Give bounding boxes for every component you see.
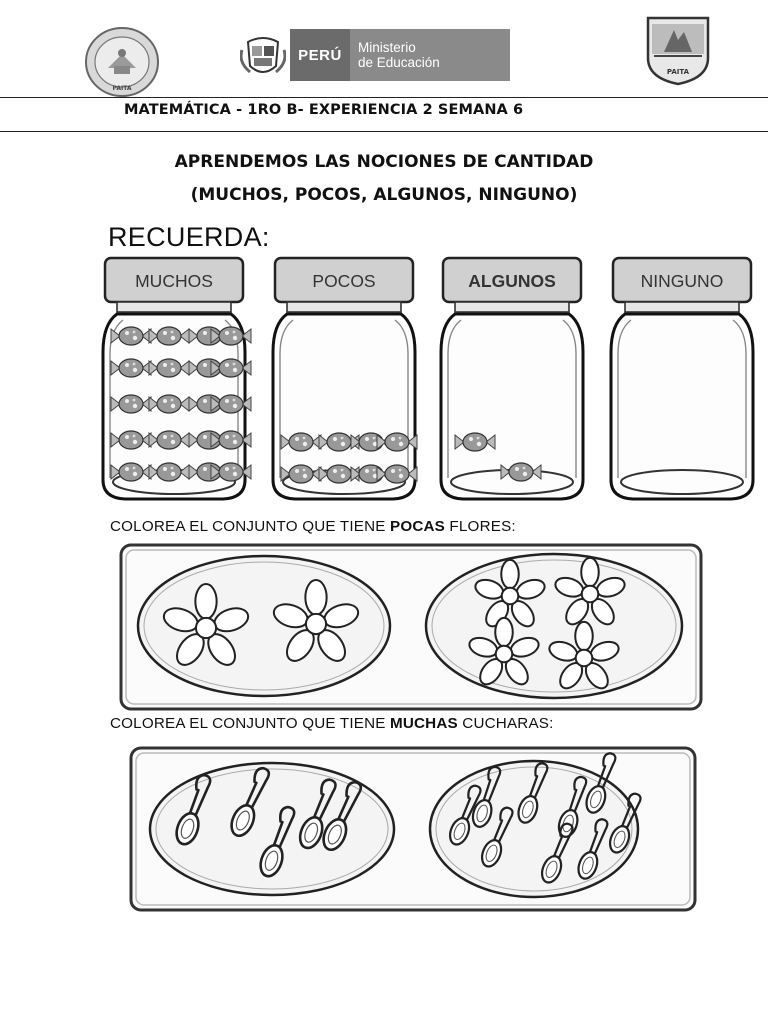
flower-icon [468,616,540,686]
exercise-2-instruction: COLOREA EL CONJUNTO QUE TIENE MUCHAS CUC… [110,715,554,732]
header-bottom-rule [0,131,768,132]
exercise-1-instruction: COLOREA EL CONJUNTO QUE TIENE POCAS FLOR… [110,518,516,535]
spoon-icon [322,780,363,852]
spoon-icon [230,766,271,838]
exercise-2-suffix: CUCHARAS: [457,715,554,732]
peru-label: PERÚ [290,29,350,81]
jar-ninguno: NINGUNO [609,256,755,501]
flower-icon [162,583,250,666]
flower-icon [272,579,360,662]
school-shield-icon: PAITA [646,16,710,86]
spoon-icon [448,784,482,846]
ministry-line-2: de Educación [358,55,440,70]
flower-set-many[interactable] [424,552,684,700]
spoon-icon [259,805,296,878]
spoon-icon [298,778,337,850]
jar-algunos: ALGUNOS [439,256,585,501]
flower-set-few[interactable] [136,554,392,698]
subject-line: MATEMÁTICA - 1RO B- EXPERIENCIA 2 SEMANA… [124,102,524,118]
title-line-2: (MUCHOS, POCOS, ALGUNOS, NINGUNO) [190,185,578,205]
spoon-set-many[interactable] [428,751,646,899]
recuerda-label: RECUERDA: [108,222,270,252]
spoon-icon [540,822,574,884]
exercise-1-suffix: FLORES: [445,518,516,535]
title-line-1: APRENDEMOS LAS NOCIONES DE CANTIDAD [174,152,594,172]
shield-text-paita: PAITA [667,68,690,76]
jars-illustration: MUCHOS POCOS ALGUNOS NINGUNO [101,256,755,501]
exercise-1-emphasis: POCAS [390,518,446,535]
jar-label-pocos: POCOS [312,271,375,291]
exercise-2-emphasis: MUCHAS [390,715,458,732]
spoons-panel [129,746,697,912]
header-top-rule [0,97,768,98]
ministry-label: Ministerio de Educación [350,29,510,81]
spoon-icon [471,765,502,828]
spoon-icon [480,806,514,868]
exercise-2-prefix: COLOREA EL CONJUNTO QUE TIENE [110,715,390,732]
jar-label-algunos: ALGUNOS [468,271,556,291]
seal-text-paita: PAITA [113,85,132,92]
spoon-icon [585,752,617,814]
school-seal-icon: PAITA [85,27,159,97]
ministry-line-1: Ministerio [358,40,416,55]
exercise-1-prefix: COLOREA EL CONJUNTO QUE TIENE [110,518,390,535]
spoon-icon [175,773,212,846]
jar-pocos: POCOS [271,256,418,501]
spoon-icon [517,762,549,824]
peru-crest-icon [240,37,286,74]
flowers-panel [119,543,703,711]
jar-label-ninguno: NINGUNO [641,271,724,291]
jar-muchos: MUCHOS [101,256,252,501]
spoon-icon [608,792,642,854]
spoon-icon [577,818,609,880]
flower-icon [554,556,626,626]
flower-icon [548,620,620,690]
spoon-set-few[interactable] [148,761,396,897]
jar-label-muchos: MUCHOS [135,271,213,291]
